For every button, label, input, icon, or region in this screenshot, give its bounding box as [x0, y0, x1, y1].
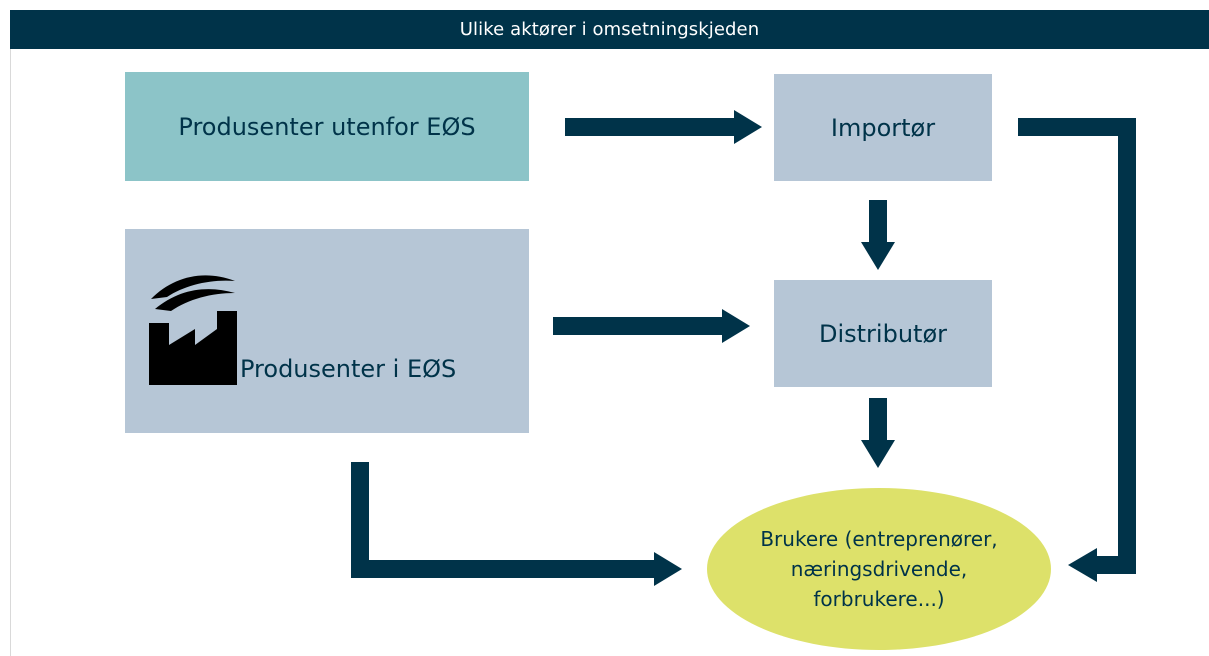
factory-icon [149, 275, 237, 385]
arrow-distributor-to-users [861, 398, 895, 468]
node-users-line1: Brukere (entreprenører, [760, 527, 998, 551]
node-inside-producers: Produsenter i EØS [125, 229, 529, 433]
node-users: Brukere (entreprenører, næringsdrivende,… [707, 488, 1051, 650]
arrow-inside-to-users [351, 462, 682, 586]
arrow-importer-to-distributor [861, 200, 895, 270]
node-distributor: Distributør [774, 280, 992, 387]
node-importer: Importør [774, 74, 992, 181]
left-border [10, 49, 11, 656]
node-inside-producers-label: Produsenter i EØS [240, 355, 457, 383]
node-outside-producers: Produsenter utenfor EØS [125, 72, 529, 181]
node-outside-producers-label: Produsenter utenfor EØS [178, 112, 476, 141]
node-importer-label: Importør [830, 113, 936, 142]
arrow-importer-to-users [1018, 118, 1136, 582]
arrow-inside-to-distributor [553, 309, 750, 343]
arrow-outside-to-importer [565, 110, 762, 144]
diagram-title: Ulike aktører i omsetningskjeden [10, 10, 1209, 49]
node-users-line2: næringsdrivende, [790, 557, 968, 581]
node-distributor-label: Distributør [818, 319, 947, 348]
node-users-line3: forbrukere...) [813, 587, 945, 611]
